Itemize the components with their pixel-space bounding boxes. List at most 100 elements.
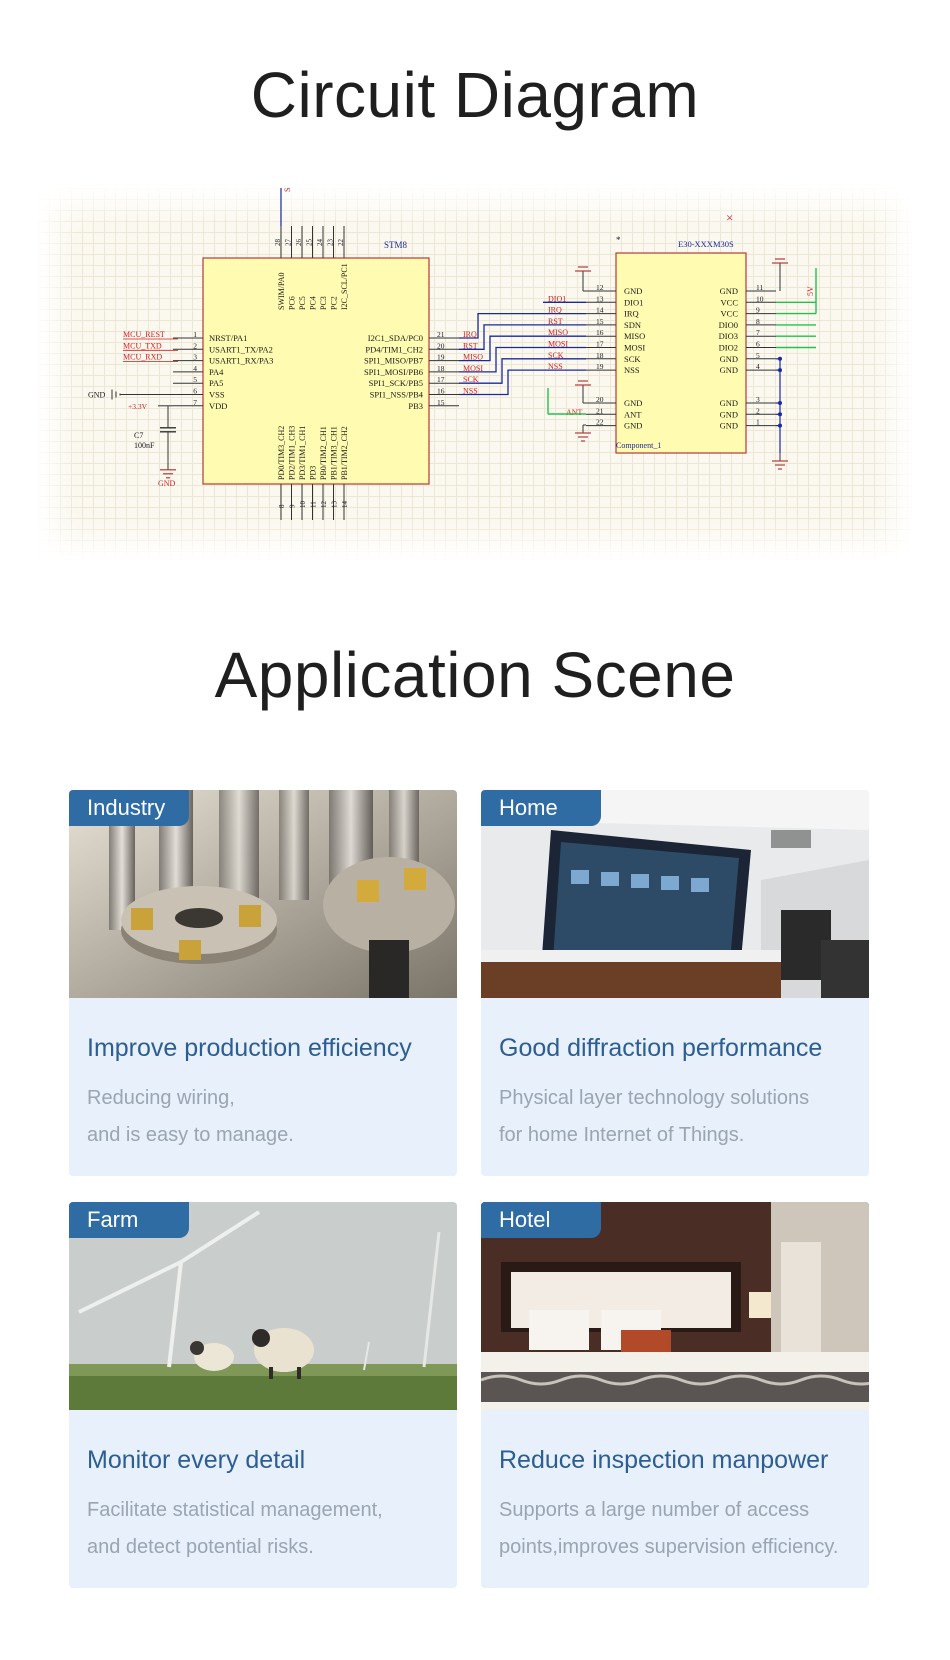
mcu-right-net: NSS — [463, 387, 478, 396]
module-left-pin-num: 18 — [596, 351, 604, 360]
module-right-pin-num: 5 — [756, 351, 760, 360]
bus-wire — [459, 324, 586, 350]
card-description: Reducing wiring, and is easy to manage. — [87, 1080, 457, 1154]
mcu-right-pin-num: 15 — [437, 398, 445, 407]
card-description: Facilitate statistical management, and d… — [87, 1492, 457, 1566]
mcu-left-pin-label: VDD — [209, 401, 227, 411]
mcu-right-net: RST — [463, 341, 478, 350]
module-dot: * — [616, 235, 621, 245]
module-right-pin-label: GND — [720, 286, 738, 296]
mcu-bottom-pin-num: 10 — [299, 501, 307, 509]
mcu-bottom-pin-label: PB1/TIM2_CH2 — [340, 426, 349, 480]
module-left-pin-num: 21 — [596, 406, 604, 415]
desc-line: and is easy to manage. — [87, 1124, 294, 1146]
module-left-net: RST — [548, 317, 563, 326]
mcu-right-pin-num: 18 — [437, 364, 445, 373]
card-title: Monitor every detail — [87, 1446, 306, 1474]
module-right-pin-label: GND — [720, 365, 738, 375]
cap-gnd-label: GND — [158, 479, 176, 488]
mcu-right-pin-label: SPI1_SCK/PB5 — [369, 378, 423, 388]
mcu-top-pin-num: 24 — [316, 239, 324, 247]
module-left-pin-label: GND — [624, 286, 642, 296]
module-right-pin-num: 8 — [756, 317, 760, 326]
tag-home: Home — [481, 790, 601, 826]
module-right-pin-label: GND — [720, 398, 738, 408]
module-right-pin-label: VCC — [721, 309, 739, 319]
bus-wire — [459, 335, 586, 362]
junction — [778, 423, 782, 428]
mcu-left-pin-label: PA4 — [209, 367, 224, 377]
card-title: Improve production efficiency — [87, 1034, 412, 1062]
mcu-right-pin-label: PB3 — [408, 401, 423, 411]
module-left-pin-label: ANT — [624, 409, 642, 419]
bus-wire — [459, 346, 586, 373]
mcu-top-pin-label: I2C_SCL/PC1 — [340, 263, 349, 310]
mcu-name: STM8 — [384, 240, 408, 250]
module-right-pin-label: DIO0 — [719, 320, 738, 330]
mcu-right-pin-num: 20 — [437, 341, 445, 350]
cap-label: C7 — [134, 431, 143, 440]
module-left-net: MISO — [548, 328, 568, 337]
module-right-pin-label: GND — [720, 409, 738, 419]
junction — [778, 401, 782, 405]
mcu-bottom-pin-num: 9 — [289, 504, 297, 508]
module-left-pin-num: 16 — [596, 328, 604, 337]
rf-module-chip — [615, 252, 747, 454]
hotel-photo: Hotel — [481, 1202, 869, 1410]
schematic-svg: STM8NRST/PA11USART1_TX/PA22USART1_RX/PA3… — [88, 188, 817, 520]
module-right-pin-label: DIO3 — [719, 331, 738, 341]
mcu-top-pin-num: 27 — [285, 239, 293, 247]
junction — [778, 412, 782, 417]
home-photo: Home — [481, 790, 869, 998]
module-right-pin-label: GND — [720, 421, 738, 431]
scene-card-industry: Industry Improve production efficiency R… — [69, 790, 457, 1176]
module-left-net: MOSI — [548, 340, 568, 349]
card-title: Reduce inspection manpower — [499, 1446, 829, 1474]
mcu-left-pin-label: USART1_TX/PA2 — [209, 344, 273, 354]
scene-card-hotel: Hotel Reduce inspection manpower Support… — [481, 1202, 869, 1588]
module-left-pin-label: GND — [624, 398, 642, 408]
desc-line: points,improves supervision efficiency. — [499, 1536, 839, 1558]
mcu-left-pin-num: 6 — [193, 387, 197, 396]
module-left-pin-num: 19 — [596, 362, 604, 371]
mcu-top-pin-label: PC3 — [319, 296, 328, 310]
tag-industry: Industry — [69, 790, 189, 826]
mcu-right-net: MOSI — [463, 364, 483, 373]
desc-line: and detect potential risks. — [87, 1536, 314, 1558]
mcu-top-pin-num: 26 — [295, 239, 303, 247]
mcu-left-net: MCU_REST — [123, 330, 165, 339]
module-left-net: NSS — [548, 362, 563, 371]
mcu-top-pin-label: PC5 — [298, 296, 307, 310]
mcu-left-pin-num: 2 — [193, 341, 197, 350]
mcu-vcc-label: +3.3V — [128, 402, 148, 411]
module-right-pin-num: 4 — [756, 362, 760, 371]
bus-wire — [459, 369, 586, 396]
mcu-left-pin-num: 1 — [193, 330, 197, 339]
bus-wire — [459, 312, 586, 339]
mcu-right-pin-num: 19 — [437, 353, 445, 362]
mcu-top-pin-num: 23 — [327, 239, 335, 247]
module-right-pin-label: DIO2 — [719, 343, 738, 353]
module-left-net: IRQ — [548, 306, 562, 315]
module-left-pin-label: NSS — [624, 365, 640, 375]
card-title: Good diffraction performance — [499, 1034, 823, 1062]
module-left-pin-num: 14 — [596, 306, 604, 315]
module-left-pin-num: 12 — [596, 283, 604, 292]
application-scene-title: Application Scene — [214, 639, 736, 711]
industry-photo: Industry — [69, 790, 457, 998]
mcu-left-pin-num: 4 — [193, 364, 197, 373]
mcu-right-pin-num: 17 — [437, 375, 445, 384]
module-left-pin-num: 20 — [596, 395, 604, 404]
mcu-top-pin-num: 28 — [274, 239, 282, 247]
card-description: Physical layer technology solutions for … — [499, 1080, 869, 1154]
desc-line: Physical layer technology solutions — [499, 1087, 810, 1109]
mcu-left-pin-num: 3 — [193, 353, 197, 362]
mcu-top-pin-label: SWIM/PA0 — [277, 273, 286, 311]
mcu-bottom-pin-label: PB1/TIM3_CH1 — [330, 426, 339, 480]
mcu-top-pin-num: 22 — [337, 239, 345, 247]
mcu-chip — [202, 257, 430, 485]
mcu-top-pin-label: PC4 — [309, 296, 318, 310]
mcu-left-pin-num: 5 — [193, 375, 197, 384]
mcu-top-pin-label: PC6 — [288, 296, 297, 310]
